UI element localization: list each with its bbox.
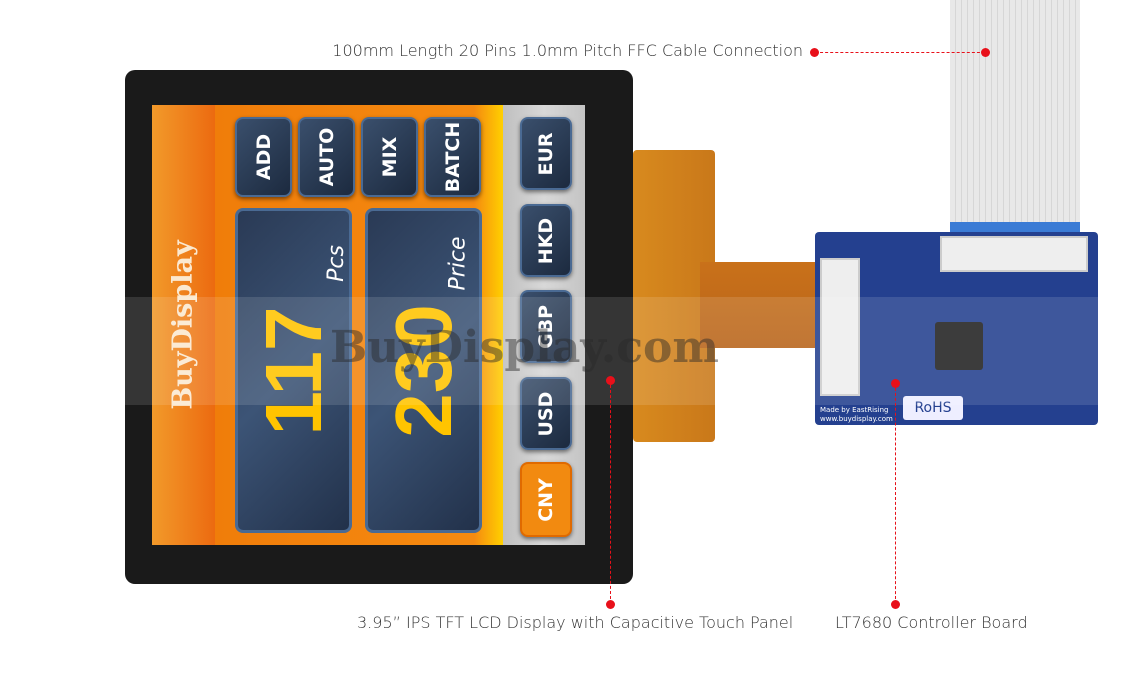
controller-chip [935,322,983,370]
watermark-band [0,297,1130,405]
mix-button[interactable]: MIX [361,117,418,197]
callout-dot [981,48,990,57]
flex-tail [700,262,820,348]
ffc-cable [950,0,1080,226]
gbp-button[interactable]: GBP [520,290,572,363]
cny-button[interactable]: CNY [520,462,572,537]
callout-line [610,380,611,604]
usd-button[interactable]: USD [520,377,572,450]
callout-dot [891,600,900,609]
cable-callout: 100mm Length 20 Pins 1.0mm Pitch FFC Cab… [332,41,803,60]
ffc-connector [940,236,1088,272]
eur-button[interactable]: EUR [520,117,572,190]
callout-dot [810,48,819,57]
callout-dot [606,600,615,609]
auto-button[interactable]: AUTO [298,117,355,197]
price-label: Price [445,236,471,291]
rohs-mark: RoHS [903,396,963,420]
watermark: BuyDisplay.com [330,322,719,373]
fpc-connector [820,258,860,396]
batch-button[interactable]: BATCH [424,117,481,197]
board-callout: LT7680 Controller Board [835,613,1028,632]
callout-line [895,383,896,604]
callout-line [815,52,985,53]
pcs-label: Pcs [324,245,350,282]
display-callout: 3.95” IPS TFT LCD Display with Capacitiv… [357,613,794,632]
add-button[interactable]: ADD [235,117,292,197]
logo-strip: BuyDisplay [152,105,215,545]
hkd-button[interactable]: HKD [520,204,572,277]
